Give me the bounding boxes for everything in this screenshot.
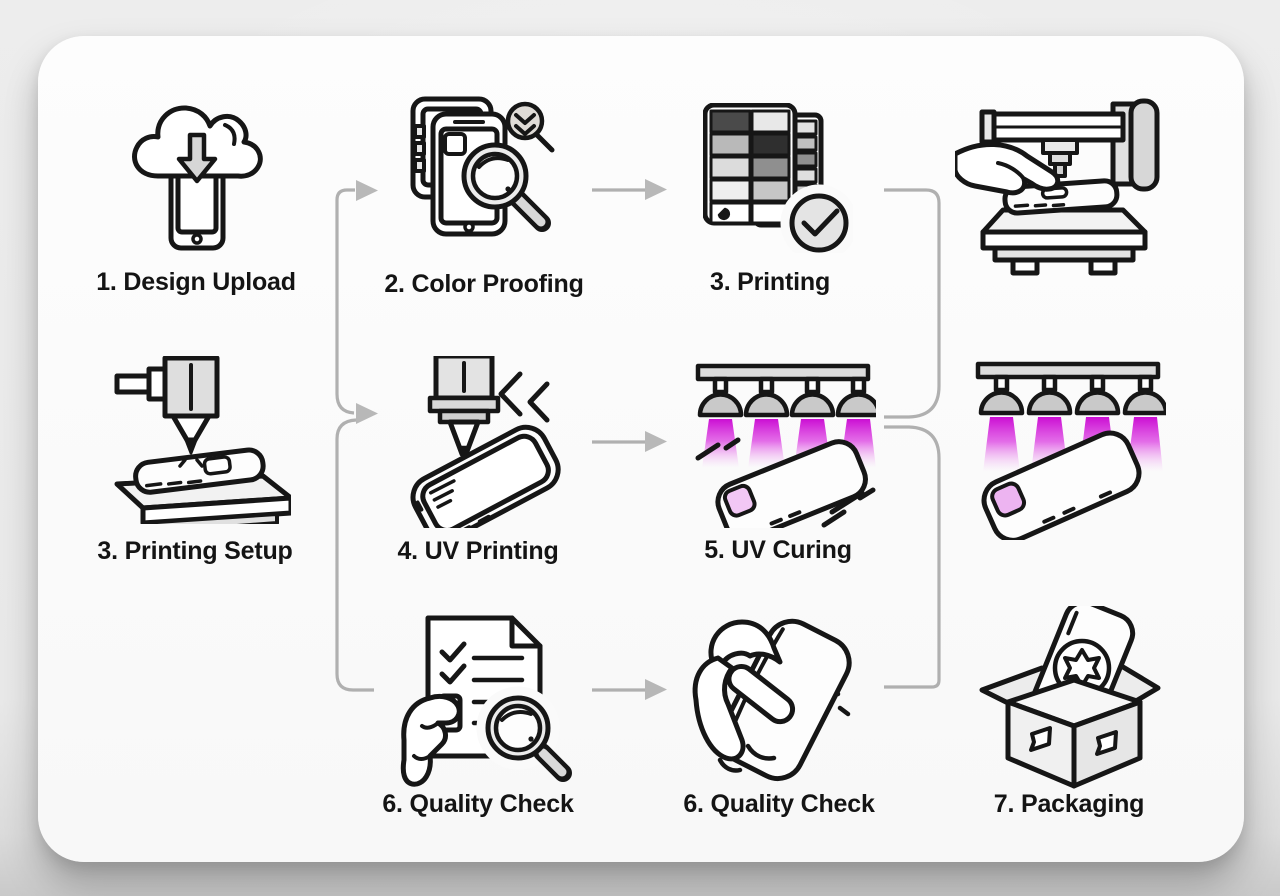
cloud-download-phone-icon xyxy=(122,98,272,253)
step-label: 2. Color Proofing xyxy=(384,270,584,298)
color-swatches-check-icon xyxy=(703,103,853,253)
step-label: 5. UV Curing xyxy=(704,536,852,564)
step-label: 4. UV Printing xyxy=(397,537,559,565)
step-label: 1. Design Upload xyxy=(96,268,296,296)
uv-lamps-case-icon xyxy=(690,360,876,528)
hand-case-sparkles-icon xyxy=(688,608,872,794)
phones-magnifier-icon xyxy=(403,96,571,252)
uv-nozzle-case-icon xyxy=(398,356,574,528)
step-label: 3. Printing Setup xyxy=(97,537,293,565)
case-in-box-icon xyxy=(966,606,1164,794)
uv-lamps-case-large-icon xyxy=(966,356,1166,540)
step-label: 3. Printing xyxy=(709,268,831,296)
checklist-magnifier-icon xyxy=(400,610,578,794)
print-nozzle-platform-icon xyxy=(105,356,291,524)
step-label: 6. Quality Check xyxy=(382,790,574,818)
step-label: 7. Packaging xyxy=(993,790,1145,818)
step-label: 6. Quality Check xyxy=(683,790,875,818)
flatbed-printer-hand-icon xyxy=(955,92,1170,278)
